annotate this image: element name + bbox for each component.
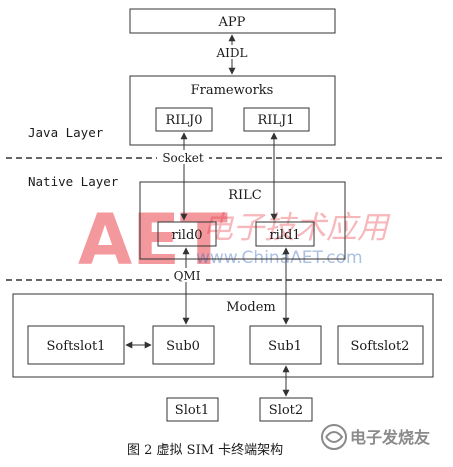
- rilj0-box: [155, 107, 213, 132]
- frameworks-label: Frameworks: [191, 83, 274, 98]
- rilj1-label: RILJ1: [257, 113, 294, 128]
- rild1-box: [255, 221, 315, 247]
- corner-logo-swirl: [325, 431, 344, 443]
- watermark-logo: AET: [78, 199, 228, 281]
- native-layer-label: Native Layer: [28, 174, 119, 189]
- slot2-box: [259, 397, 313, 422]
- corner-watermark-text: 电子发烧友: [350, 428, 431, 447]
- figure-caption: 图 2 虚拟 SIM 卡终端架构: [127, 442, 283, 458]
- socket-label: Socket: [162, 151, 204, 165]
- sub0-label: Sub0: [166, 339, 200, 354]
- app-box: [129, 8, 336, 34]
- aidl-label: AIDL: [216, 46, 248, 60]
- corner-logo-icon: [321, 424, 347, 450]
- rilc-label: RILC: [228, 188, 262, 203]
- slot2-label: Slot2: [269, 403, 303, 418]
- qmi-label-bg: [169, 268, 205, 282]
- aidl-label-bg: [213, 45, 251, 59]
- watermark-chinese: 电子技术应用: [202, 210, 391, 246]
- sub1-box: [249, 325, 322, 365]
- corner-watermark: 电子发烧友: [321, 424, 431, 450]
- app-label: APP: [218, 15, 246, 30]
- sub1-label: Sub1: [268, 339, 302, 354]
- rilj0-label: RILJ0: [165, 113, 202, 128]
- socket-label-bg: [157, 150, 209, 164]
- slot1-box: [166, 397, 219, 422]
- rild0-label: rild0: [171, 228, 202, 243]
- watermark-url: www.ChinaAET.com: [196, 248, 363, 268]
- qmi-label: QMI: [174, 269, 201, 283]
- sub0-box: [152, 325, 215, 365]
- softslot2-box: [337, 325, 424, 365]
- rilc-box: [139, 181, 346, 260]
- rilj1-box: [243, 107, 310, 132]
- java-layer-label: Java Layer: [28, 125, 104, 140]
- rild0-box: [157, 221, 217, 247]
- rild1-label: rild1: [269, 228, 300, 243]
- softslot1-box: [27, 325, 125, 365]
- slot1-label: Slot1: [175, 403, 209, 418]
- softslot2-label: Softslot2: [351, 339, 410, 354]
- softslot1-label: Softslot1: [47, 339, 106, 354]
- watermark: AET 电子技术应用 www.ChinaAET.com: [78, 199, 391, 281]
- modem-label: Modem: [226, 300, 275, 315]
